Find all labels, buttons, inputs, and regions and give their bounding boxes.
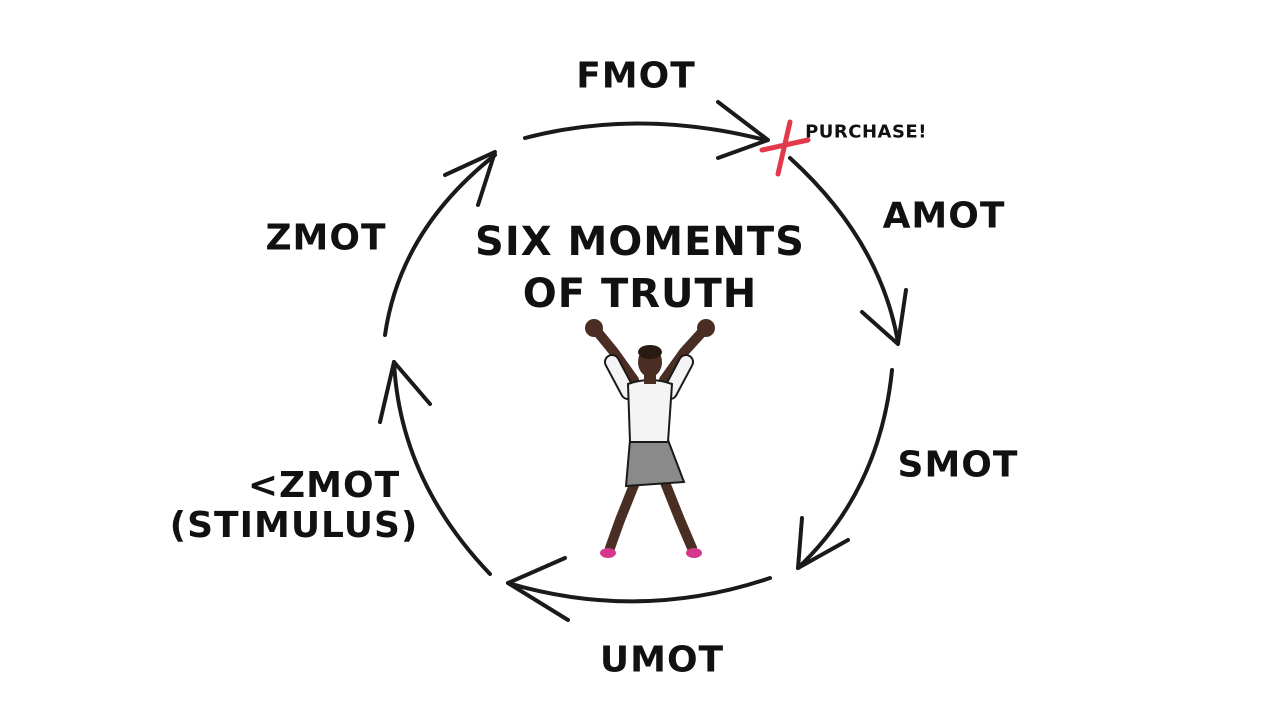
label-umot: UMOT <box>599 639 725 681</box>
arrow-head-umot-right <box>796 516 850 570</box>
arrow-head-purchase <box>716 100 770 160</box>
title-line-1: SIX MOMENTS <box>475 219 805 265</box>
arrow-head-fmot <box>443 150 497 207</box>
label-purchase: PURCHASE! <box>805 121 927 143</box>
arrow-zmot-to-fmot <box>383 153 497 337</box>
arrow-umot-to-stimulus <box>506 576 772 604</box>
woman-figure-icon <box>585 319 715 558</box>
arrow-head-smot <box>860 288 908 346</box>
arrow-zmot-to-purchase <box>523 121 767 142</box>
label-pre-zmot-main: <ZMOT <box>247 465 401 506</box>
arrow-smot-to-umot <box>796 368 894 570</box>
arrow-head-stimulus <box>506 556 570 622</box>
title-line-2: OF TRUTH <box>522 271 758 317</box>
label-zmot: ZMOT <box>265 217 387 259</box>
label-pre-zmot-sub: (STIMULUS) <box>169 505 419 546</box>
label-pre-zmot: <ZMOT (STIMULUS) <box>170 466 419 546</box>
arrow-head-zmot-lower <box>378 360 432 424</box>
label-fmot: FMOT <box>576 55 696 97</box>
arrow-purchase-to-smot <box>788 156 900 344</box>
label-amot: AMOT <box>882 195 1006 237</box>
diagram-title: SIX MOMENTS OF TRUTH <box>475 216 805 320</box>
purchase-cross-icon <box>759 119 811 177</box>
arrow-stimulus-to-zmot <box>392 360 492 576</box>
label-smot: SMOT <box>897 444 1019 486</box>
